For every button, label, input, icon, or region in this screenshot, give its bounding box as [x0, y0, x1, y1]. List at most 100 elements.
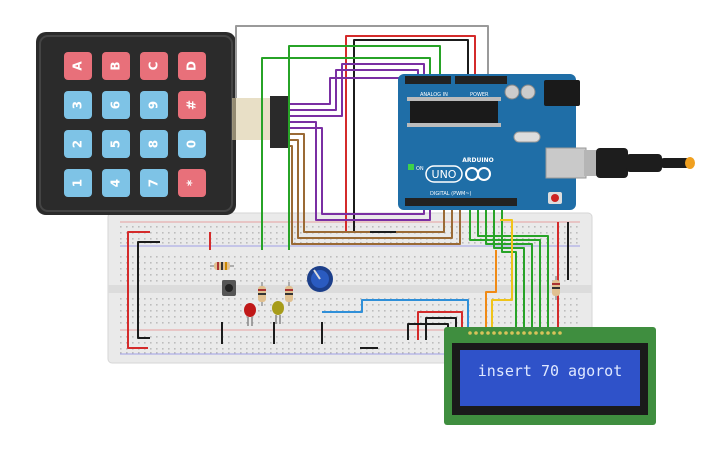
breadboard-hole	[378, 310, 380, 312]
wire-yellow	[491, 219, 513, 330]
breadboard-hole	[276, 336, 278, 338]
breadboard-hole	[348, 256, 350, 258]
breadboard-hole	[552, 226, 554, 228]
breadboard-hole	[294, 280, 296, 282]
breadboard-hole	[510, 232, 512, 234]
breadboard-hole	[468, 298, 470, 300]
breadboard-hole	[408, 316, 410, 318]
breadboard-hole	[444, 316, 446, 318]
keypad-key[interactable]	[102, 130, 130, 158]
keypad-key[interactable]	[102, 91, 130, 119]
breadboard-hole	[390, 348, 392, 350]
breadboard-hole	[198, 274, 200, 276]
breadboard-hole	[348, 336, 350, 338]
keypad-key[interactable]	[140, 91, 168, 119]
keypad-key[interactable]	[102, 52, 130, 80]
breadboard-hole	[240, 310, 242, 312]
breadboard-hole	[450, 262, 452, 264]
keypad-key[interactable]	[64, 52, 92, 80]
breadboard-hole	[234, 232, 236, 234]
breadboard-hole	[474, 274, 476, 276]
keypad-key[interactable]	[140, 169, 168, 197]
breadboard-hole	[504, 268, 506, 270]
breadboard-hole	[126, 242, 128, 244]
breadboard-hole	[426, 298, 428, 300]
breadboard-hole	[402, 268, 404, 270]
breadboard-hole	[318, 226, 320, 228]
breadboard-hole	[378, 280, 380, 282]
breadboard-hole	[126, 280, 128, 282]
breadboard-hole	[198, 310, 200, 312]
breadboard-hole	[444, 310, 446, 312]
wire-black-rail	[137, 241, 160, 339]
breadboard-hole	[474, 268, 476, 270]
keypad-key[interactable]	[140, 130, 168, 158]
keypad-key[interactable]	[102, 169, 130, 197]
wire-brown	[290, 139, 453, 239]
breadboard-hole	[396, 262, 398, 264]
breadboard-hole	[150, 232, 152, 234]
breadboard-hole	[570, 316, 572, 318]
keypad-key[interactable]	[64, 169, 92, 197]
breadboard-hole	[264, 232, 266, 234]
breadboard-hole	[258, 310, 260, 312]
breadboard-hole	[258, 274, 260, 276]
breadboard-hole	[126, 336, 128, 338]
keypad-key-label: 5	[109, 140, 123, 148]
breadboard-hole	[210, 348, 212, 350]
breadboard-hole	[156, 304, 158, 306]
keypad-key[interactable]	[178, 169, 206, 197]
breadboard-hole	[252, 226, 254, 228]
breadboard-hole	[198, 242, 200, 244]
breadboard-hole	[306, 280, 308, 282]
keypad-key[interactable]	[178, 91, 206, 119]
breadboard-hole	[390, 262, 392, 264]
breadboard-hole	[192, 336, 194, 338]
breadboard-hole	[420, 316, 422, 318]
breadboard-hole	[324, 310, 326, 312]
breadboard-hole	[252, 322, 254, 324]
breadboard-hole	[246, 256, 248, 258]
breadboard-hole	[306, 242, 308, 244]
breadboard-hole	[210, 310, 212, 312]
breadboard-hole	[234, 242, 236, 244]
breadboard-hole	[186, 256, 188, 258]
wire-green	[493, 200, 525, 330]
breadboard-hole	[120, 304, 122, 306]
breadboard-hole	[300, 310, 302, 312]
breadboard-hole	[360, 242, 362, 244]
keypad-key[interactable]	[140, 52, 168, 80]
breadboard-hole	[162, 336, 164, 338]
breadboard-hole	[498, 316, 500, 318]
breadboard-hole	[270, 336, 272, 338]
breadboard-hole	[366, 268, 368, 270]
breadboard-hole	[162, 226, 164, 228]
breadboard-hole	[174, 238, 176, 240]
breadboard-hole	[564, 232, 566, 234]
keypad-key[interactable]	[64, 91, 92, 119]
keypad-key[interactable]	[178, 130, 206, 158]
breadboard-hole	[294, 262, 296, 264]
breadboard-hole	[240, 322, 242, 324]
keypad-key[interactable]	[64, 130, 92, 158]
breadboard-hole	[420, 242, 422, 244]
keypad-key[interactable]	[178, 52, 206, 80]
breadboard-hole	[396, 242, 398, 244]
lcd-pin	[468, 331, 472, 335]
breadboard-hole	[264, 268, 266, 270]
breadboard-hole	[270, 342, 272, 344]
breadboard-hole	[258, 352, 260, 354]
breadboard-hole	[522, 238, 524, 240]
breadboard-hole	[324, 342, 326, 344]
keypad-key-label: 8	[147, 140, 161, 148]
breadboard-hole	[474, 256, 476, 258]
breadboard-hole	[522, 310, 524, 312]
breadboard-hole	[342, 352, 344, 354]
breadboard-hole	[306, 226, 308, 228]
led-red	[244, 303, 256, 326]
breadboard-hole	[456, 268, 458, 270]
breadboard-hole	[144, 262, 146, 264]
breadboard-hole	[240, 316, 242, 318]
breadboard-hole	[354, 298, 356, 300]
breadboard-hole	[474, 316, 476, 318]
